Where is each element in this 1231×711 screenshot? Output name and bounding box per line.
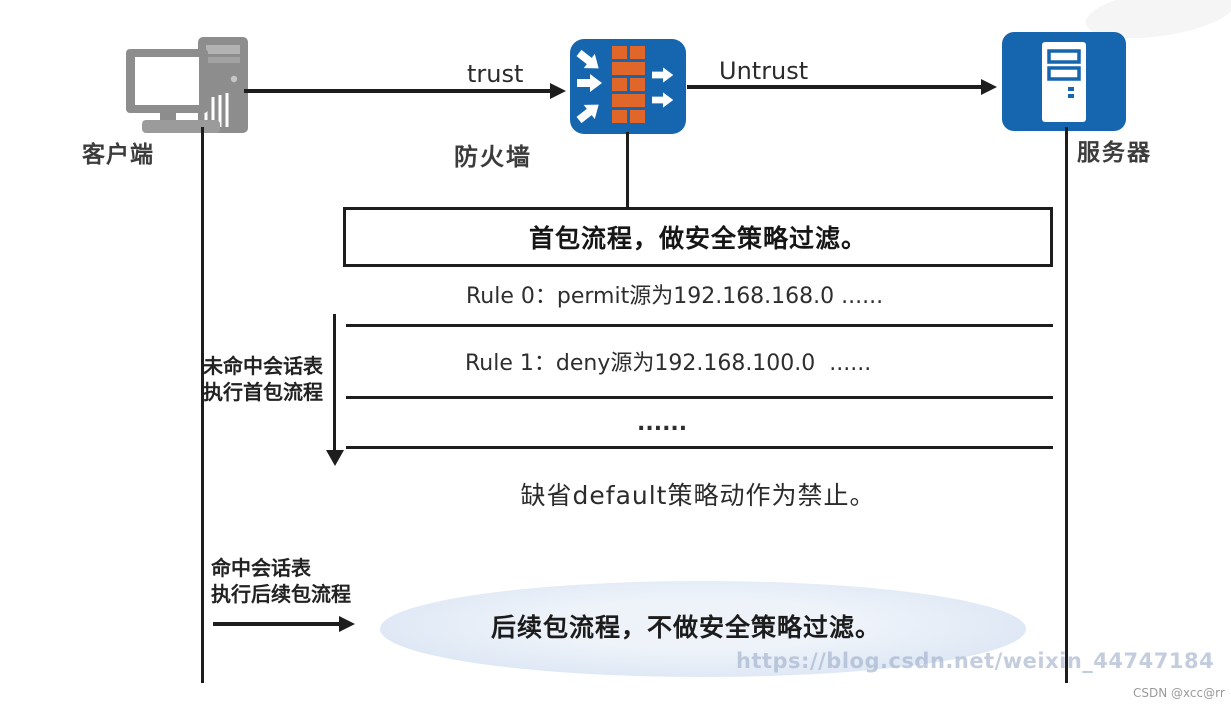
first-packet-flow-arrow-line (333, 314, 336, 452)
firewall-icon (570, 39, 686, 134)
hit-session-arrow-line (213, 622, 341, 626)
server-icon (1002, 32, 1126, 131)
first-packet-flow-arrow-head (326, 450, 344, 466)
rule-separator-1 (346, 324, 1053, 327)
untrust-zone-label: Untrust (719, 57, 809, 85)
rule-separator-3 (346, 446, 1053, 449)
rule-ellipsis-text: ...... (637, 411, 688, 436)
untrust-arrow-head (981, 79, 997, 95)
watermark-url: https://blog.csdn.net/weixin_44747184 (736, 649, 1215, 673)
watermark-credit: CSDN @xcc@rr (1133, 686, 1225, 700)
miss-session-note: 未命中会话表 执行首包流程 (203, 354, 323, 404)
rule-0-text: Rule 0：permit源为192.168.168.0 ...... (466, 284, 884, 309)
trust-arrow-line (244, 89, 552, 93)
trust-zone-label: trust (467, 60, 524, 88)
server-label: 服务器 (1077, 140, 1152, 166)
first-packet-policy-title: 首包流程，做安全策略过滤。 (528, 224, 867, 253)
rule-1-text: Rule 1：deny源为192.168.100.0 ...... (465, 351, 872, 376)
firewall-stem-line (626, 132, 629, 208)
client-computer-icon (118, 33, 254, 137)
first-packet-policy-box: 首包流程，做安全策略过滤。 (343, 207, 1053, 267)
client-label: 客户端 (82, 142, 154, 168)
untrust-arrow-line (687, 85, 983, 89)
subsequent-flow-text: 后续包流程，不做安全策略过滤。 (490, 613, 881, 642)
rule-separator-2 (346, 396, 1053, 399)
firewall-label: 防火墙 (454, 143, 532, 171)
subsequent-flow-ellipse: 后续包流程，不做安全策略过滤。 (380, 581, 1026, 677)
hit-session-note: 命中会话表 执行后续包流程 (211, 556, 351, 606)
client-lifeline (201, 127, 204, 683)
hit-session-arrow-head (339, 616, 355, 632)
trust-arrow-head (550, 83, 566, 99)
server-lifeline (1065, 127, 1068, 683)
default-policy-text: 缺省default策略动作为禁止。 (520, 481, 876, 510)
